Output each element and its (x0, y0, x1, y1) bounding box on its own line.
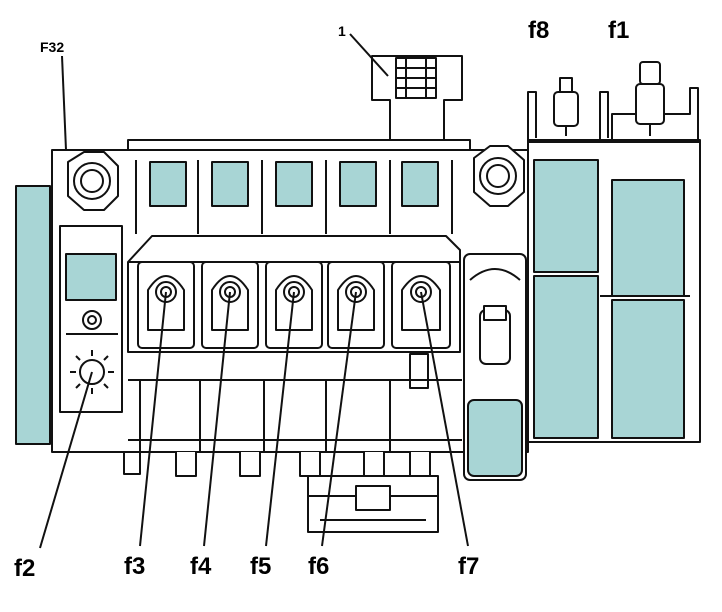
leader-f32 (61, 55, 67, 151)
right-stud-nut (473, 145, 525, 207)
slot (409, 353, 429, 389)
upper-fuse-row (135, 160, 453, 234)
leader-f4 (203, 291, 231, 547)
bottom-connector (307, 475, 439, 533)
upper-fuse-2 (211, 161, 249, 207)
upper-fuse-3 (275, 161, 313, 207)
label-f8: f8 (528, 17, 549, 44)
left-stud-nut (67, 151, 119, 211)
upper-fuse-1 (149, 161, 187, 207)
leader-f3 (139, 291, 167, 547)
terminal-f5 (265, 261, 323, 349)
left-side-panel (15, 185, 51, 445)
terminal-f6 (327, 261, 385, 349)
leader-f2 (39, 371, 93, 549)
right-post (463, 253, 527, 481)
leader-f6 (321, 291, 357, 547)
label-f6: f6 (308, 553, 329, 580)
label-f32: F32 (40, 39, 64, 55)
label-f2: f2 (14, 555, 35, 582)
label-f4: f4 (190, 553, 212, 580)
right-fuse-block (527, 87, 701, 443)
label-f1: f1 (608, 17, 629, 44)
label-1: 1 (338, 23, 346, 39)
label-f7: f7 (458, 553, 479, 580)
leader-f5 (265, 291, 295, 547)
label-f3: f3 (124, 553, 145, 580)
component-1 (371, 55, 463, 141)
stud-f1 (635, 61, 665, 136)
terminal-row (137, 261, 451, 349)
leader-lines (39, 33, 469, 549)
terminal-f3 (137, 261, 195, 349)
terminal-f7 (391, 261, 451, 349)
leader-1 (349, 33, 389, 77)
terminal-f4 (201, 261, 259, 349)
leader-f7 (420, 291, 469, 547)
fuse-f32 (65, 253, 117, 301)
upper-fuse-5 (401, 161, 439, 207)
label-f5: f5 (250, 553, 271, 580)
upper-fuse-4 (339, 161, 377, 207)
stud-f8 (553, 77, 579, 136)
